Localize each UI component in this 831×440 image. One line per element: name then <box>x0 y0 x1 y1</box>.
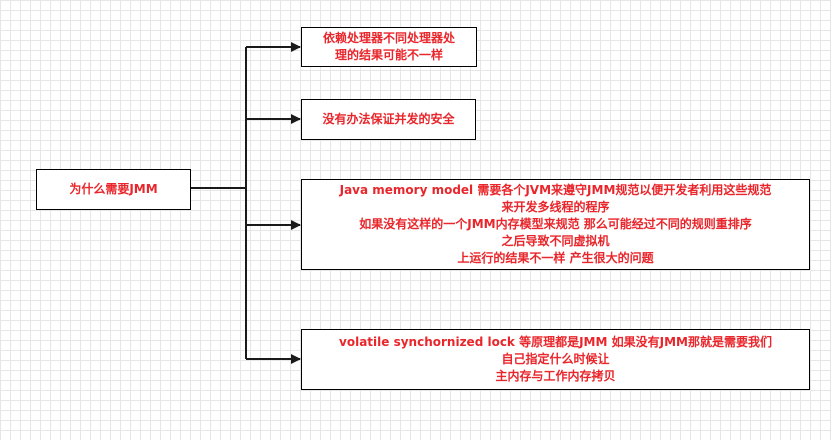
branch-3-line-1: Java memory model 需要各个JVM来遵守JMM规范以便开发者利用… <box>339 183 772 197</box>
branch-node-3[interactable]: Java memory model 需要各个JVM来遵守JMM规范以便开发者利用… <box>301 179 810 270</box>
branch-1-line-1: 依赖处理器不同处理器处 <box>322 31 455 45</box>
branch-4-line-1: volatile synchornized lock 等原理都是JMM 如果没有… <box>339 335 772 349</box>
branch-3-line-5: 上运行的结果不一样 产生很大的问题 <box>457 251 654 265</box>
root-node-label: 为什么需要JMM <box>69 182 158 196</box>
branch-4-line-3: 主内存与工作内存拷贝 <box>495 369 616 383</box>
branch-4-line-2: 自己指定什么时候让 <box>501 352 610 366</box>
branch-3-line-4: 之后导致不同虚拟机 <box>501 234 610 248</box>
branch-3-line-3: 如果没有这样的一个JMM内存模型来规范 那么可能经过不同的规则重排序 <box>359 217 752 231</box>
branch-1-line-2: 理的结果可能不一样 <box>334 48 443 62</box>
root-node[interactable]: 为什么需要JMM <box>36 169 191 210</box>
branch-node-2[interactable]: 没有办法保证并发的安全 <box>301 99 476 140</box>
branch-2-line-1: 没有办法保证并发的安全 <box>322 112 455 126</box>
branch-node-4[interactable]: volatile synchornized lock 等原理都是JMM 如果没有… <box>301 329 810 390</box>
branch-3-line-2: 来开发多线程的程序 <box>501 200 610 214</box>
branch-node-1[interactable]: 依赖处理器不同处理器处 理的结果可能不一样 <box>301 27 477 67</box>
